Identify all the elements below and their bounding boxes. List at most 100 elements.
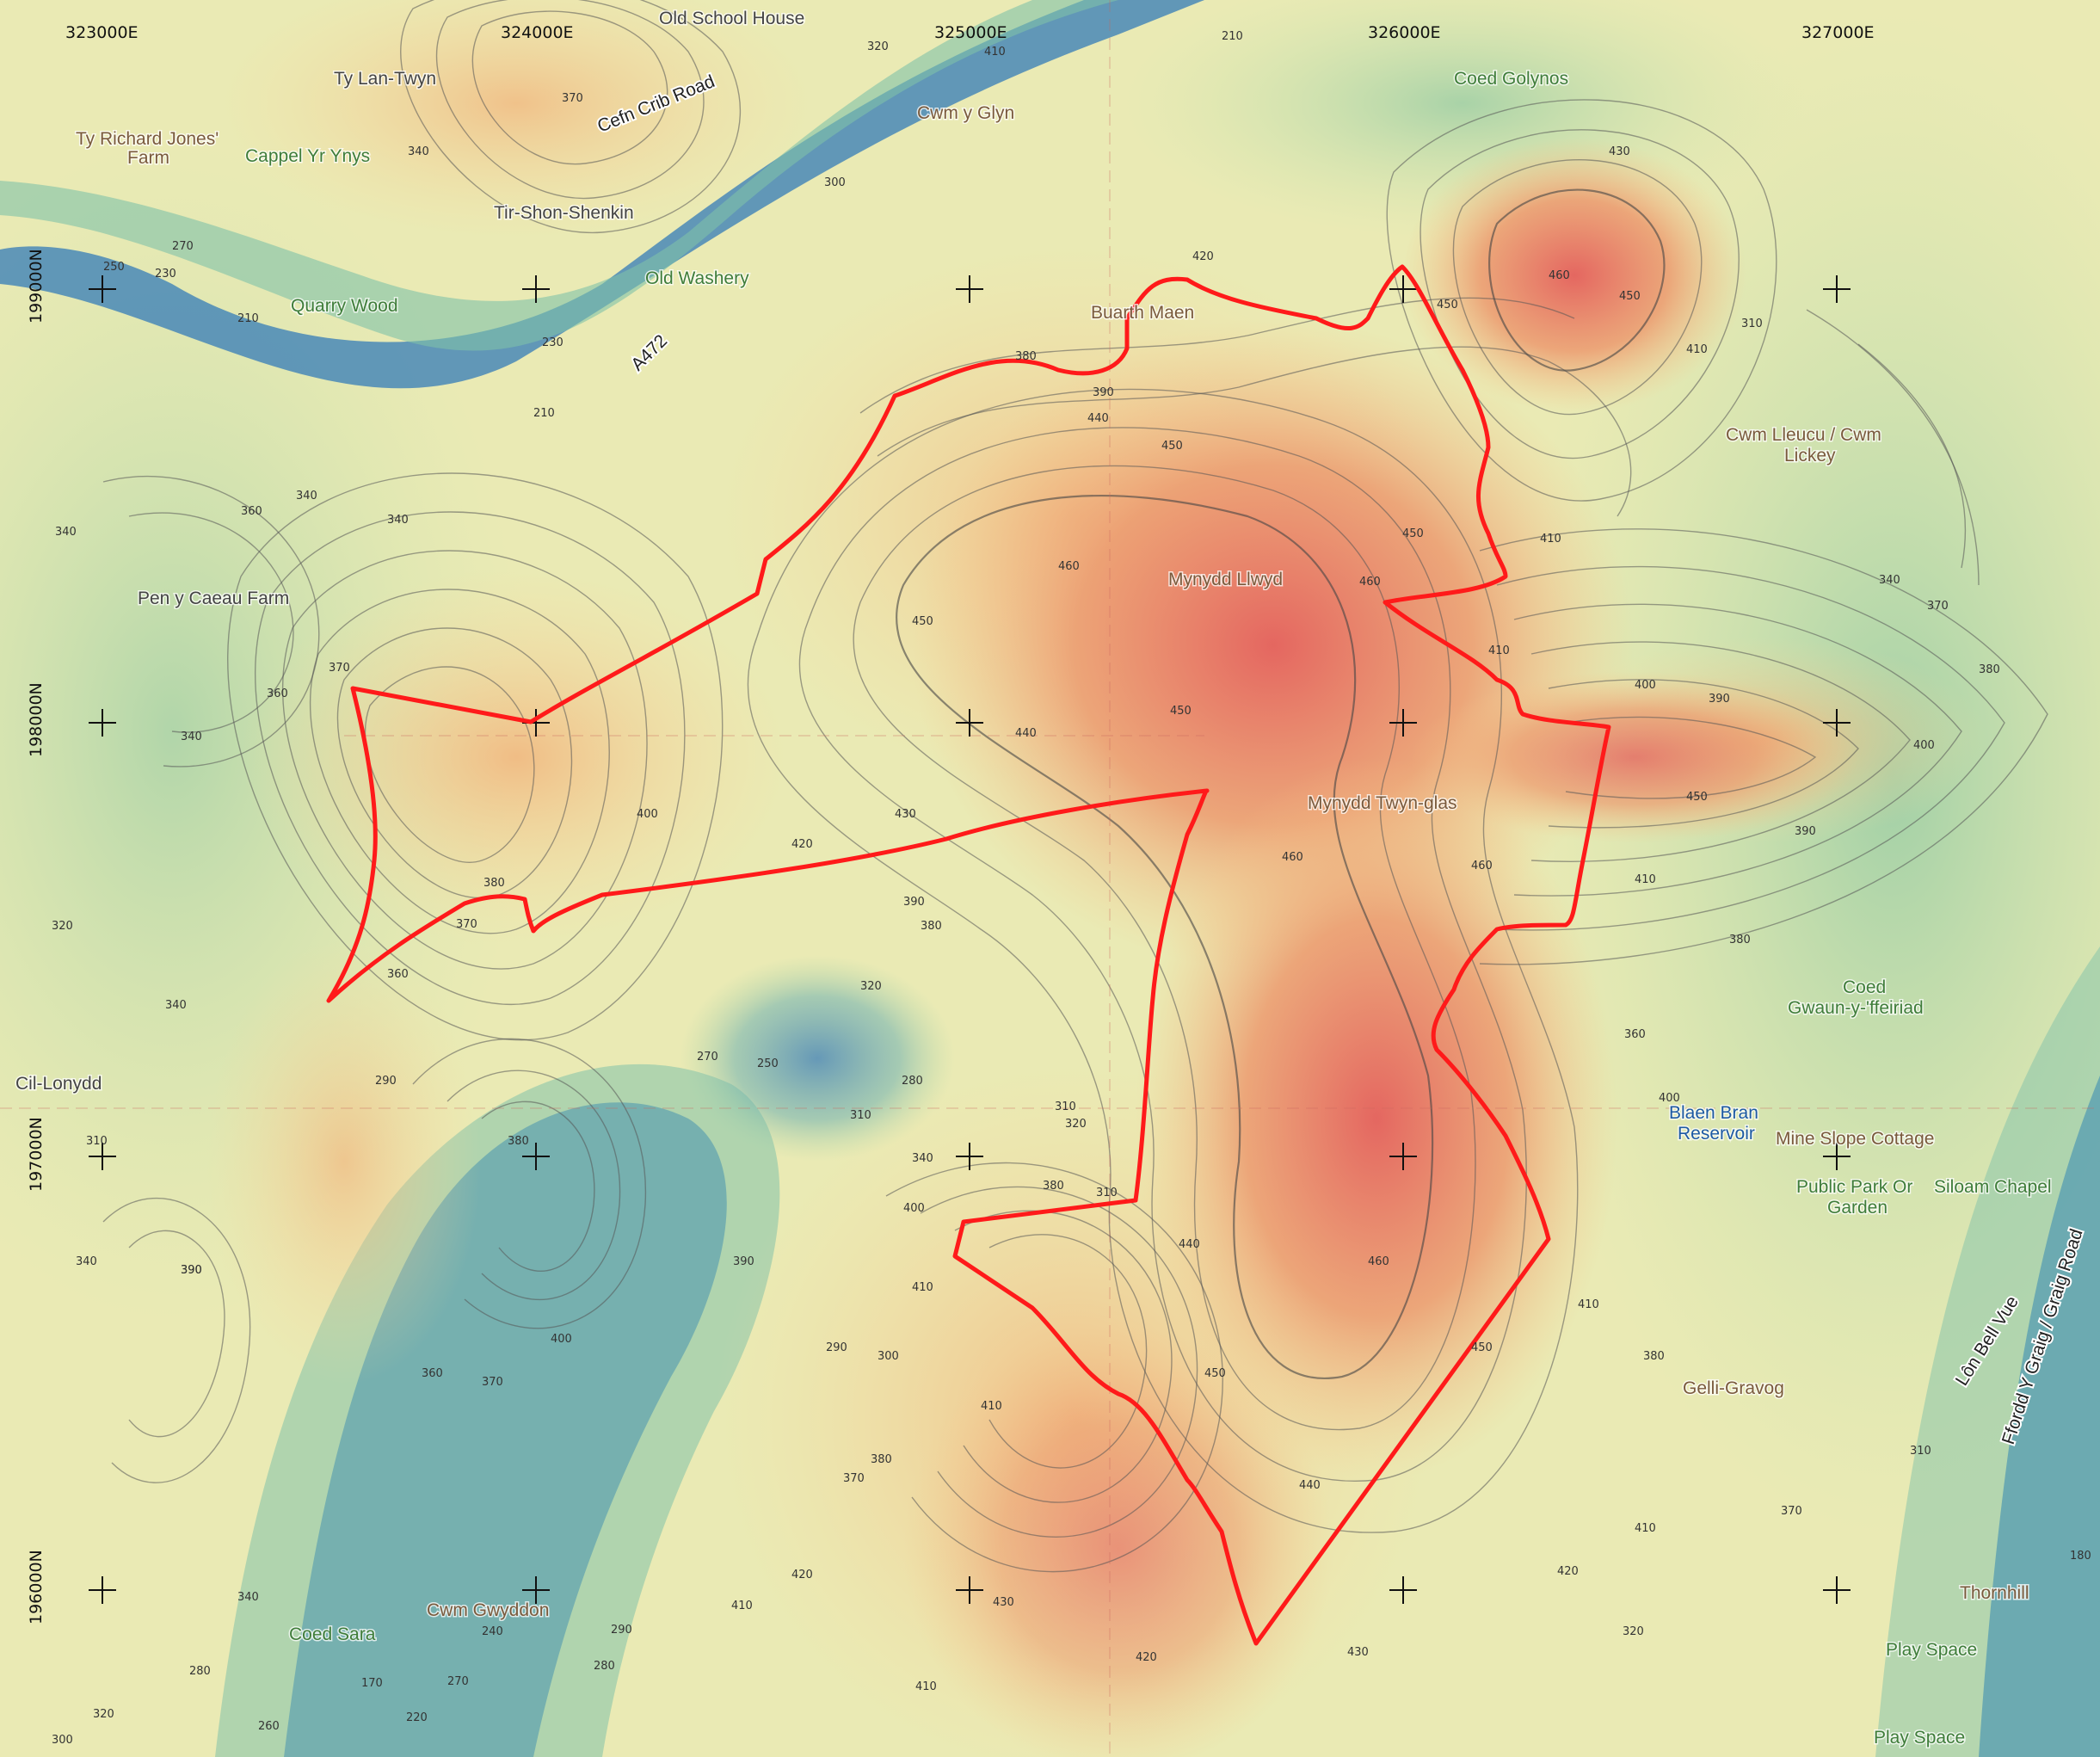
- contour-label: 270: [172, 240, 194, 253]
- contour-label: 270: [447, 1675, 469, 1688]
- northing-label: 198000N: [27, 682, 46, 757]
- contour-label: 420: [1192, 250, 1214, 263]
- contour-label: 410: [1686, 343, 1708, 356]
- place-label: Cwm y Glyn: [917, 103, 1014, 123]
- place-label: Cil-Lonydd: [15, 1074, 102, 1094]
- place-label: Garden: [1827, 1198, 1888, 1218]
- contour-label: 370: [329, 662, 350, 675]
- contour-label: 300: [52, 1734, 73, 1747]
- contour-label: 390: [1795, 825, 1816, 838]
- contour-label: 390: [903, 896, 925, 909]
- contour-label: 440: [1299, 1479, 1321, 1492]
- place-label: Ty Lan-Twyn: [334, 69, 436, 89]
- contour-label: 260: [258, 1720, 280, 1733]
- contour-label: 340: [76, 1255, 97, 1268]
- place-label: Lickey: [1784, 446, 1836, 465]
- contour-label: 450: [1437, 299, 1458, 311]
- place-label: Siloam Chapel: [1934, 1177, 2052, 1197]
- contour-label: 450: [912, 615, 933, 628]
- contour-label: 390: [1709, 693, 1730, 706]
- contour-label: 300: [824, 176, 846, 189]
- place-label: Old Washery: [645, 268, 749, 288]
- contour-label: 340: [296, 490, 317, 502]
- place-label: Tir-Shon-Shenkin: [494, 203, 634, 223]
- contour-label: 320: [1623, 1625, 1644, 1638]
- contour-label: 410: [1635, 873, 1656, 886]
- contour-label: 320: [93, 1708, 114, 1721]
- contour-labels: 370 340 320 410 210 300 230 210 380 390 …: [52, 30, 2091, 1747]
- grid-crosses: [89, 275, 1851, 1604]
- contour-label: 370: [456, 918, 477, 931]
- easting-label: 326000E: [1368, 23, 1441, 42]
- contour-label: 370: [562, 92, 583, 105]
- place-label: Public Park Or: [1796, 1177, 1912, 1197]
- contour-label: 310: [1055, 1100, 1076, 1113]
- contour-label: 290: [375, 1075, 397, 1088]
- place-label: Play Space: [1874, 1728, 1965, 1748]
- contour-label: 460: [1368, 1255, 1389, 1268]
- contour-label: 280: [902, 1075, 923, 1088]
- place-label: Play Space: [1886, 1640, 1977, 1660]
- contour-label: 310: [86, 1135, 108, 1148]
- contour-label: 270: [697, 1051, 718, 1063]
- northing-label: 196000N: [27, 1550, 46, 1624]
- northing-label: 199000N: [27, 249, 46, 324]
- contour-label: 450: [1471, 1341, 1493, 1354]
- contour-label: 340: [165, 999, 187, 1012]
- contour-label: 450: [1402, 527, 1424, 540]
- contour-label: 410: [1540, 533, 1561, 546]
- place-label: Mynydd Llwyd: [1168, 570, 1283, 589]
- contour-label: 400: [903, 1202, 925, 1215]
- contour-label: 380: [1015, 350, 1037, 363]
- contour-label: 460: [1359, 576, 1381, 589]
- contour-label: 450: [1170, 705, 1192, 718]
- contour-label: 210: [1222, 30, 1243, 43]
- contour-label: 430: [1609, 145, 1630, 158]
- contour-label: 460: [1282, 851, 1303, 864]
- contour-label: 340: [181, 731, 202, 743]
- place-label: Quarry Wood: [291, 296, 398, 316]
- contour-label: 390: [181, 1264, 202, 1277]
- contour-label: 400: [1659, 1092, 1680, 1105]
- contour-label: 450: [1161, 440, 1183, 453]
- contour-label: 310: [1096, 1187, 1118, 1199]
- contour-label: 170: [361, 1677, 383, 1690]
- easting-label: 324000E: [501, 23, 574, 42]
- contour-label: 430: [1347, 1646, 1369, 1659]
- contour-label: 410: [981, 1400, 1002, 1413]
- contour-label: 310: [850, 1109, 871, 1122]
- place-label: Coed Sara: [289, 1624, 376, 1644]
- contour-label: 380: [1729, 934, 1751, 946]
- contour-label: 320: [867, 40, 889, 53]
- contour-label: 400: [1635, 679, 1656, 692]
- contour-label: 450: [1686, 791, 1708, 804]
- place-label: Coed: [1843, 977, 1886, 997]
- contour-label: 340: [408, 145, 429, 158]
- contour-label: 380: [483, 877, 505, 890]
- contour-label: 420: [791, 1569, 813, 1581]
- contour-label: 400: [1913, 739, 1935, 752]
- place-label: Thornhill: [1960, 1583, 2029, 1603]
- contour-label: 280: [594, 1660, 615, 1673]
- contour-label: 370: [1781, 1505, 1802, 1518]
- contour-label: 410: [1635, 1522, 1656, 1535]
- contour-label: 390: [181, 1264, 202, 1277]
- contour-label: 250: [103, 261, 125, 274]
- contour-label: 460: [1549, 269, 1570, 282]
- place-label: Blaen Bran: [1669, 1103, 1758, 1123]
- contour-label: 370: [482, 1376, 503, 1389]
- place-label: Old School House: [659, 9, 804, 28]
- contour-label: 410: [1488, 644, 1510, 657]
- contour-label: 380: [1643, 1350, 1665, 1363]
- contour-label: 300: [878, 1350, 899, 1363]
- contour-label: 360: [1624, 1028, 1646, 1041]
- contour-label: 440: [1179, 1238, 1200, 1251]
- contour-label: 420: [791, 838, 813, 851]
- contour-label: 310: [1741, 317, 1763, 330]
- site-boundary[interactable]: [326, 264, 1611, 1646]
- contour-label: 320: [1065, 1118, 1087, 1131]
- contour-label: 290: [611, 1624, 632, 1637]
